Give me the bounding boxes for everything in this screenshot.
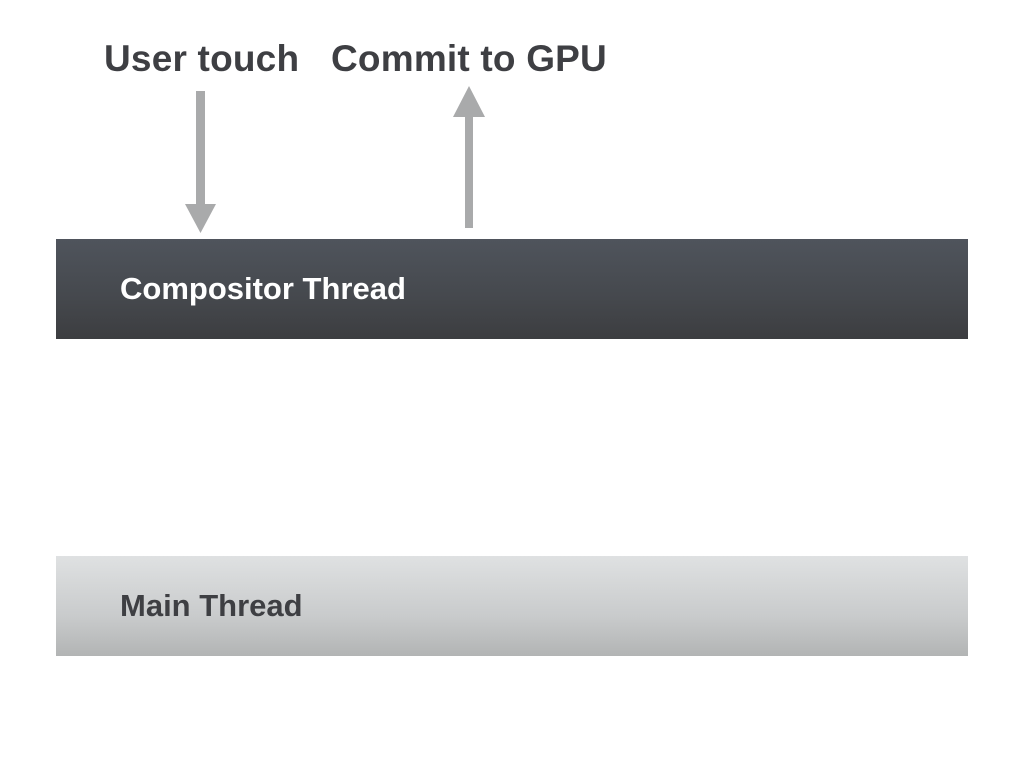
commit-to-gpu-arrow-up — [453, 86, 485, 228]
main-thread-bar: Main Thread — [56, 556, 968, 656]
main-thread-label: Main Thread — [120, 588, 303, 623]
user-touch-label: User touch — [104, 38, 300, 79]
commit-to-gpu-label: Commit to GPU — [331, 38, 607, 79]
compositor-thread-label: Compositor Thread — [120, 271, 406, 306]
compositor-thread-bar: Compositor Thread — [56, 239, 968, 339]
user-touch-arrow-down — [185, 91, 216, 233]
